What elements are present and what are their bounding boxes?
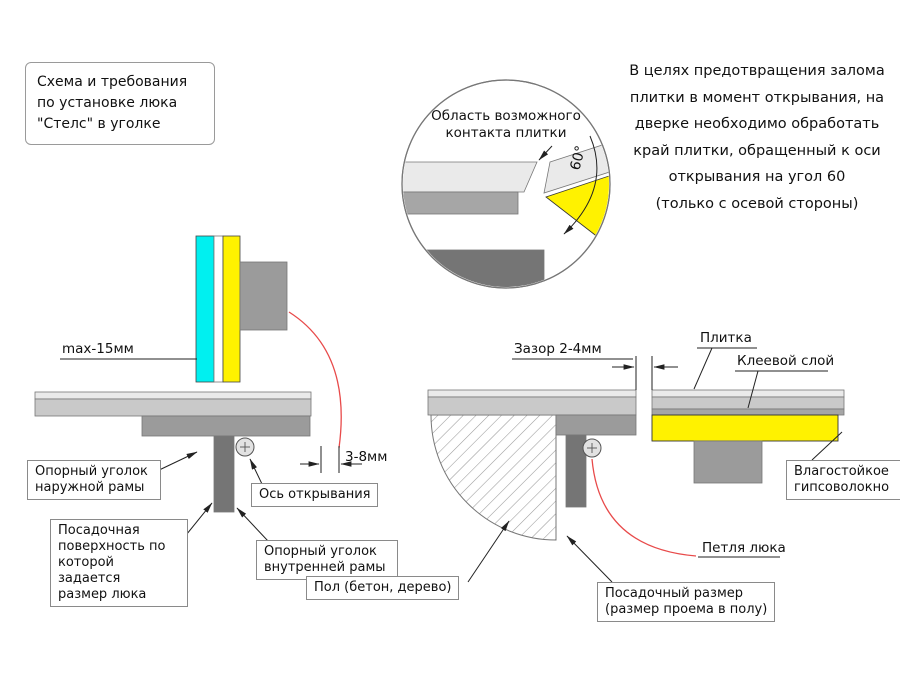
outer-angle-label: Опорный уголок наружной рамы bbox=[27, 460, 161, 500]
floor-hatch-area bbox=[430, 414, 557, 541]
glue-layer-label: Клеевой слой bbox=[737, 353, 835, 369]
note-paragraph: В целях предотвращения залома плитки в м… bbox=[629, 63, 885, 212]
outer-angle-leader bbox=[154, 451, 198, 473]
right-section-group bbox=[427, 347, 845, 583]
max-15mm-label: max-15мм bbox=[62, 341, 134, 357]
inner-angle-leader bbox=[236, 507, 269, 542]
gap-3-8mm-label: 3-8мм bbox=[345, 449, 388, 465]
seat-surface-label: Посадочная поверхность по которой задает… bbox=[50, 519, 188, 607]
detail-door-gvl bbox=[545, 163, 609, 239]
detail-contact-label: Область возможного контакта плитки bbox=[431, 108, 581, 141]
right-inner-frame-bar bbox=[565, 434, 587, 508]
detail-label-leader bbox=[538, 145, 553, 161]
tile-label-leader bbox=[693, 347, 713, 390]
gvl-label-leader bbox=[811, 431, 843, 461]
hatch-hinge-label: Петля люка bbox=[702, 540, 786, 556]
door-glue-layer bbox=[213, 235, 224, 383]
glue-label-leader bbox=[747, 370, 759, 409]
door-tile-layer bbox=[195, 235, 215, 383]
left-inner-frame-bar bbox=[213, 435, 235, 513]
floor-label-leader bbox=[467, 520, 510, 583]
right-door-tile-layer bbox=[651, 389, 845, 398]
left-hinge-axis bbox=[235, 437, 255, 457]
left-section-group bbox=[34, 235, 362, 546]
door-gvl-layer bbox=[222, 235, 241, 383]
left-slab-tile-layer bbox=[34, 391, 312, 400]
right-swing-arc bbox=[591, 458, 697, 557]
floor-label: Пол (бетон, дерево) bbox=[306, 576, 460, 600]
seat-size-leader bbox=[566, 535, 613, 583]
tile-label: Плитка bbox=[700, 330, 752, 346]
left-slab-body bbox=[34, 398, 312, 417]
right-fixed-slab bbox=[427, 396, 637, 416]
detail-fixed-adhesive bbox=[403, 191, 519, 215]
left-swing-arc bbox=[288, 311, 342, 449]
door-bracket bbox=[239, 261, 288, 331]
gap-2-4mm-label: Зазор 2-4мм bbox=[514, 341, 602, 357]
left-outer-frame-angle bbox=[141, 415, 311, 437]
detail-fixed-tile bbox=[403, 161, 538, 193]
right-hinge-axis bbox=[582, 438, 602, 458]
gvl-label: Влагостойкое гипсоволокно bbox=[786, 460, 900, 500]
opening-axis-label: Ось открывания bbox=[251, 483, 379, 507]
inner-angle-label: Опорный уголок внутренней рамы bbox=[256, 540, 398, 580]
right-door-gvl-layer bbox=[651, 414, 839, 442]
detail-angle-arc bbox=[563, 135, 598, 235]
title-box: Схема и требования по установке люка "Ст… bbox=[25, 62, 215, 145]
right-outer-frame-angle bbox=[555, 414, 637, 436]
right-hinge-bracket bbox=[693, 440, 763, 484]
detail-fixed-frame bbox=[403, 249, 545, 287]
right-door-glue-layer bbox=[651, 408, 845, 416]
right-fixed-tile-layer bbox=[427, 389, 637, 398]
seat-size-label: Посадочный размер (размер проема в полу) bbox=[597, 582, 776, 622]
axis-leader bbox=[249, 458, 263, 485]
